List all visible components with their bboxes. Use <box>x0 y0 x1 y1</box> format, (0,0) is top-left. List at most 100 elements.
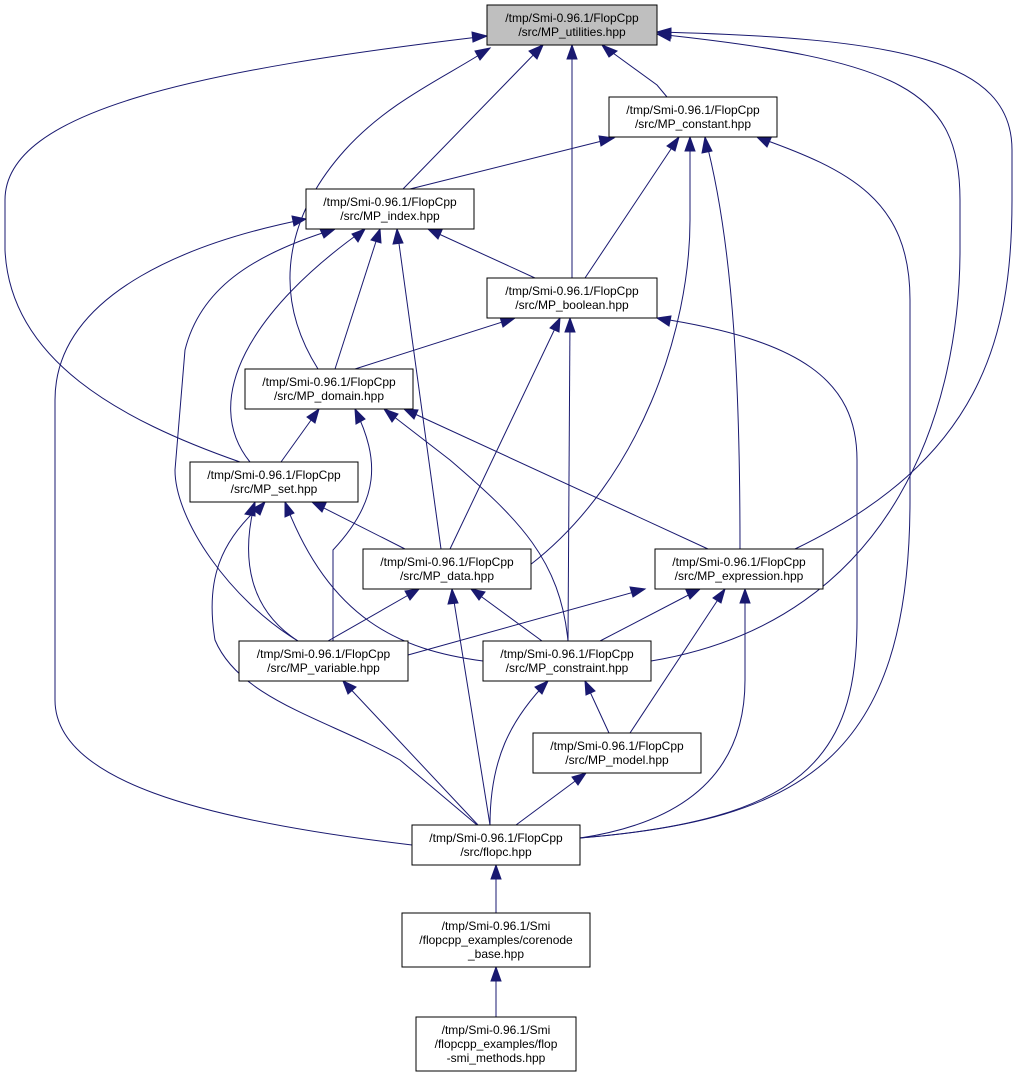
edge-line <box>515 772 587 826</box>
node-smimethods[interactable]: /tmp/Smi-0.96.1/Smi/flopcpp_examples/flo… <box>415 1016 577 1072</box>
arrow-head-icon <box>566 43 578 60</box>
node-label-line: /src/MP_variable.hpp <box>267 661 380 675</box>
arrow-head-icon <box>629 586 647 598</box>
node-box <box>654 548 824 590</box>
edge-line <box>584 136 680 279</box>
arrow-head-icon <box>471 31 489 43</box>
edge-line <box>383 408 569 642</box>
edge-line <box>427 228 536 279</box>
node-set[interactable]: /tmp/Smi-0.96.1/FlopCpp/src/MP_set.hpp <box>189 461 359 503</box>
arrow-head-icon <box>701 135 713 154</box>
node-variable[interactable]: /tmp/Smi-0.96.1/FlopCpp/src/MP_variable.… <box>238 640 409 682</box>
node-label-line: /tmp/Smi-0.96.1/Smi <box>442 1023 551 1037</box>
edge-variable-to-expression <box>407 586 647 656</box>
node-utilities[interactable]: /tmp/Smi-0.96.1/FlopCpp/src/MP_utilities… <box>486 4 658 46</box>
edge-line <box>529 137 691 566</box>
edge-smimethods-to-corenode <box>490 965 502 1017</box>
node-box <box>486 4 658 46</box>
node-label-line: /tmp/Smi-0.96.1/FlopCpp <box>500 647 634 661</box>
node-label-line: /tmp/Smi-0.96.1/FlopCpp <box>262 375 396 389</box>
node-constant[interactable]: /tmp/Smi-0.96.1/FlopCpp/src/MP_constant.… <box>608 96 778 138</box>
node-label-line: /src/MP_boolean.hpp <box>515 298 629 312</box>
edge-data-to-boolean <box>449 316 561 550</box>
node-label-line: /tmp/Smi-0.96.1/FlopCpp <box>626 103 760 117</box>
edge-line <box>599 588 701 642</box>
node-box <box>532 732 702 774</box>
arrow-head-icon <box>549 316 561 333</box>
node-domain[interactable]: /tmp/Smi-0.96.1/FlopCpp/src/MP_domain.hp… <box>244 368 414 410</box>
node-label-line: /src/MP_constraint.hpp <box>506 661 629 675</box>
edge-line <box>402 44 544 190</box>
node-label-line: /tmp/Smi-0.96.1/FlopCpp <box>550 739 684 753</box>
arrow-head-icon <box>571 772 588 786</box>
edge-line <box>451 588 491 826</box>
edge-line <box>579 317 858 839</box>
edge-line <box>567 317 571 642</box>
edge-line <box>332 408 372 641</box>
edge-line <box>407 588 646 656</box>
node-label-line: /src/flopc.hpp <box>460 845 532 859</box>
arrow-head-icon <box>370 227 382 244</box>
arrow-head-icon <box>666 135 680 152</box>
arrow-head-icon <box>382 408 399 423</box>
edge-line <box>174 228 336 642</box>
edge-variable-to-data <box>327 588 421 642</box>
edge-flopc-to-set <box>211 500 478 826</box>
node-label-line: /src/MP_model.hpp <box>565 753 669 767</box>
edge-set-to-domain <box>280 407 320 463</box>
arrow-head-icon <box>426 228 443 240</box>
edge-domain-to-utilities <box>289 47 492 370</box>
node-label-line: /src/MP_utilities.hpp <box>518 25 626 39</box>
edge-line <box>409 137 615 190</box>
edge-index-to-constant <box>409 135 616 190</box>
node-data[interactable]: /tmp/Smi-0.96.1/FlopCpp/src/MP_data.hpp <box>362 548 532 590</box>
edge-line <box>656 31 1013 550</box>
arrow-head-icon <box>739 587 751 604</box>
node-label-line: /src/MP_set.hpp <box>231 482 318 496</box>
edge-variable-to-index <box>174 228 337 642</box>
arrow-head-icon <box>447 587 459 605</box>
arrow-head-icon <box>534 679 550 695</box>
edge-data-to-set <box>310 501 406 550</box>
edge-line <box>579 589 746 839</box>
edge-flopc-to-variable <box>342 680 479 826</box>
edge-variable-to-set <box>244 500 299 642</box>
edge-flopc-to-boolean <box>579 315 858 839</box>
edge-line <box>230 228 366 463</box>
edge-flopc-to-model <box>515 772 588 826</box>
node-corenode[interactable]: /tmp/Smi-0.96.1/Smi/flopcpp_examples/cor… <box>401 912 591 968</box>
edge-expression-to-constant <box>701 135 741 550</box>
node-label-line: /flopcpp_examples/corenode <box>419 933 573 947</box>
edge-line <box>601 44 668 98</box>
node-label-line: /tmp/Smi-0.96.1/FlopCpp <box>672 555 806 569</box>
arrow-head-icon <box>755 136 772 148</box>
edge-line <box>449 317 561 550</box>
edge-line <box>211 501 478 826</box>
edge-constraint-to-boolean <box>564 316 576 642</box>
node-model[interactable]: /tmp/Smi-0.96.1/FlopCpp/src/MP_model.hpp <box>532 732 702 774</box>
arrow-head-icon <box>528 44 544 60</box>
node-box <box>411 824 581 866</box>
arrow-head-icon <box>469 588 486 601</box>
node-flopc[interactable]: /tmp/Smi-0.96.1/FlopCpp/src/flopc.hpp <box>411 824 581 866</box>
arrow-head-icon <box>351 228 367 243</box>
arrow-head-icon <box>490 965 502 982</box>
edge-line <box>396 228 442 550</box>
node-label-line: /flopcpp_examples/flop <box>435 1037 558 1051</box>
edge-data-to-constant <box>529 135 696 566</box>
node-boolean[interactable]: /tmp/Smi-0.96.1/FlopCpp/src/MP_boolean.h… <box>486 277 658 319</box>
node-constraint[interactable]: /tmp/Smi-0.96.1/FlopCpp/src/MP_constrain… <box>482 640 652 682</box>
node-box <box>238 640 409 682</box>
edge-expression-to-domain <box>402 408 709 550</box>
node-box <box>401 912 591 968</box>
node-label-line: /tmp/Smi-0.96.1/FlopCpp <box>323 195 457 209</box>
arrow-head-icon <box>564 316 576 333</box>
node-label-line: /tmp/Smi-0.96.1/FlopCpp <box>257 647 391 661</box>
node-expression[interactable]: /tmp/Smi-0.96.1/FlopCpp/src/MP_expressio… <box>654 548 824 590</box>
node-label-line: /src/MP_expression.hpp <box>675 569 804 583</box>
node-label-line: /src/MP_domain.hpp <box>274 389 384 403</box>
edge-line <box>650 33 961 662</box>
node-index[interactable]: /tmp/Smi-0.96.1/FlopCpp/src/MP_index.hpp <box>305 188 475 230</box>
edge-line <box>4 35 488 463</box>
